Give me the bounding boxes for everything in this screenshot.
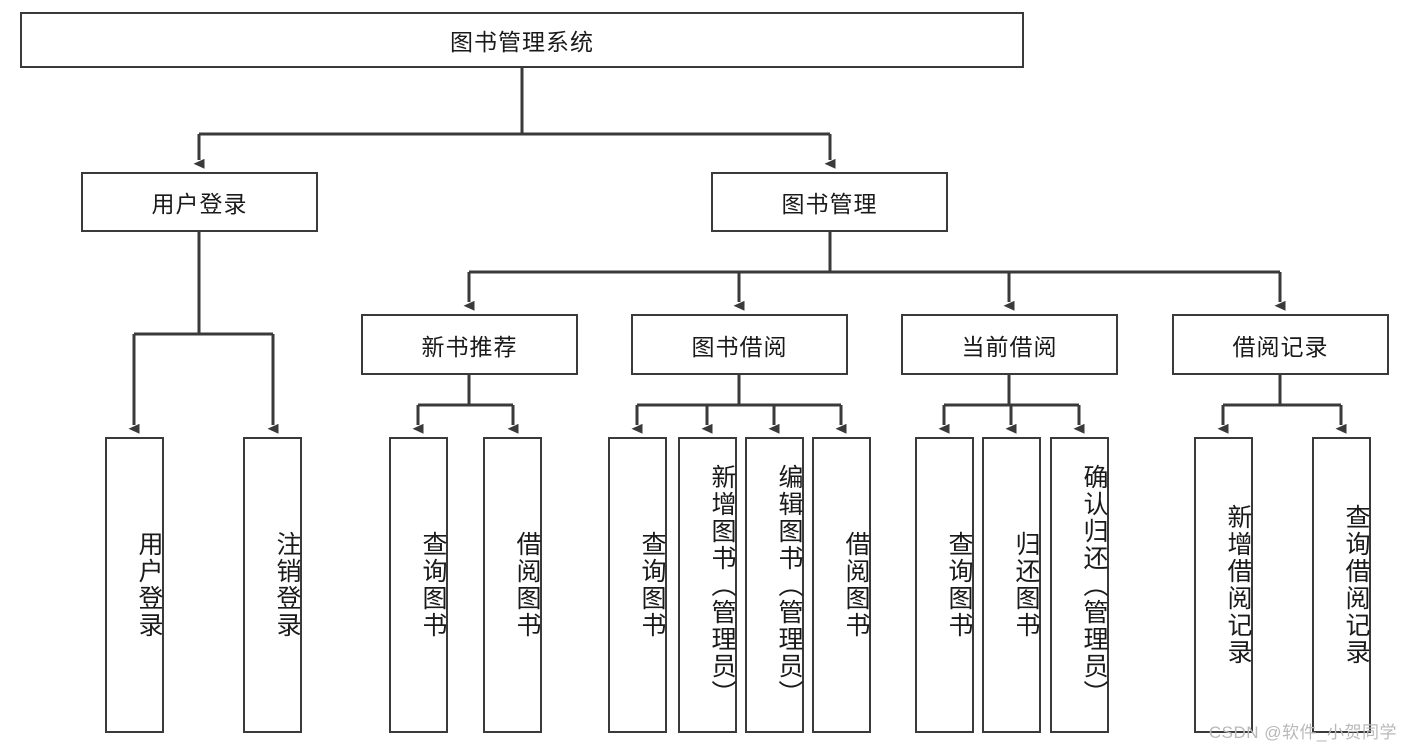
node-label: 借阅记录 xyxy=(1232,333,1329,360)
node-label: 借阅图书 xyxy=(513,531,541,639)
leaf-book-borrow-edit[interactable]: 编辑图书（管理员） xyxy=(745,437,804,733)
watermark-text: CSDN @软件_小贺同学 xyxy=(1208,723,1397,742)
node-label: 借阅图书 xyxy=(842,531,870,639)
node-borrow-record[interactable]: 借阅记录 xyxy=(1172,314,1389,375)
node-label: 编辑图书（管理员） xyxy=(775,463,803,707)
node-label: 查询图书 xyxy=(419,531,447,639)
node-label: 新增图书（管理员） xyxy=(708,463,736,707)
node-label: 查询借阅记录 xyxy=(1342,504,1370,666)
node-label: 图书借阅 xyxy=(691,333,788,360)
node-label: 查询图书 xyxy=(945,531,973,639)
node-label: 注销登录 xyxy=(273,531,301,639)
node-book-borrow[interactable]: 图书借阅 xyxy=(631,314,848,375)
node-book-management[interactable]: 图书管理 xyxy=(711,172,948,232)
leaf-new-book-query[interactable]: 查询图书 xyxy=(389,437,448,733)
leaf-book-borrow-borrow[interactable]: 借阅图书 xyxy=(812,437,871,733)
node-label: 用户登录 xyxy=(151,191,248,217)
node-root-book-management-system[interactable]: 图书管理系统 xyxy=(20,12,1024,68)
node-current-borrow[interactable]: 当前借阅 xyxy=(901,314,1118,375)
node-label: 归还图书 xyxy=(1012,531,1040,639)
node-new-book-recommend[interactable]: 新书推荐 xyxy=(361,314,578,375)
node-label: 查询图书 xyxy=(638,531,666,639)
node-label: 新增借阅记录 xyxy=(1224,504,1252,666)
leaf-current-borrow-return[interactable]: 归还图书 xyxy=(982,437,1041,733)
leaf-book-borrow-query[interactable]: 查询图书 xyxy=(608,437,667,733)
leaf-borrow-record-query[interactable]: 查询借阅记录 xyxy=(1312,437,1371,733)
leaf-user-login-login[interactable]: 用户登录 xyxy=(105,437,164,733)
leaf-borrow-record-add[interactable]: 新增借阅记录 xyxy=(1194,437,1253,733)
leaf-current-borrow-query[interactable]: 查询图书 xyxy=(915,437,974,733)
node-user-login[interactable]: 用户登录 xyxy=(81,172,318,232)
node-label: 确认归还（管理员） xyxy=(1080,463,1108,707)
node-label: 当前借阅 xyxy=(961,333,1058,360)
leaf-new-book-borrow[interactable]: 借阅图书 xyxy=(483,437,542,733)
node-label: 新书推荐 xyxy=(421,333,518,360)
node-label: 图书管理 xyxy=(781,191,878,217)
node-label: 用户登录 xyxy=(135,531,163,639)
node-label: 图书管理系统 xyxy=(450,29,594,55)
leaf-book-borrow-add[interactable]: 新增图书（管理员） xyxy=(678,437,737,733)
leaf-current-borrow-confirm-return[interactable]: 确认归还（管理员） xyxy=(1050,437,1109,733)
leaf-user-login-logout[interactable]: 注销登录 xyxy=(243,437,302,733)
